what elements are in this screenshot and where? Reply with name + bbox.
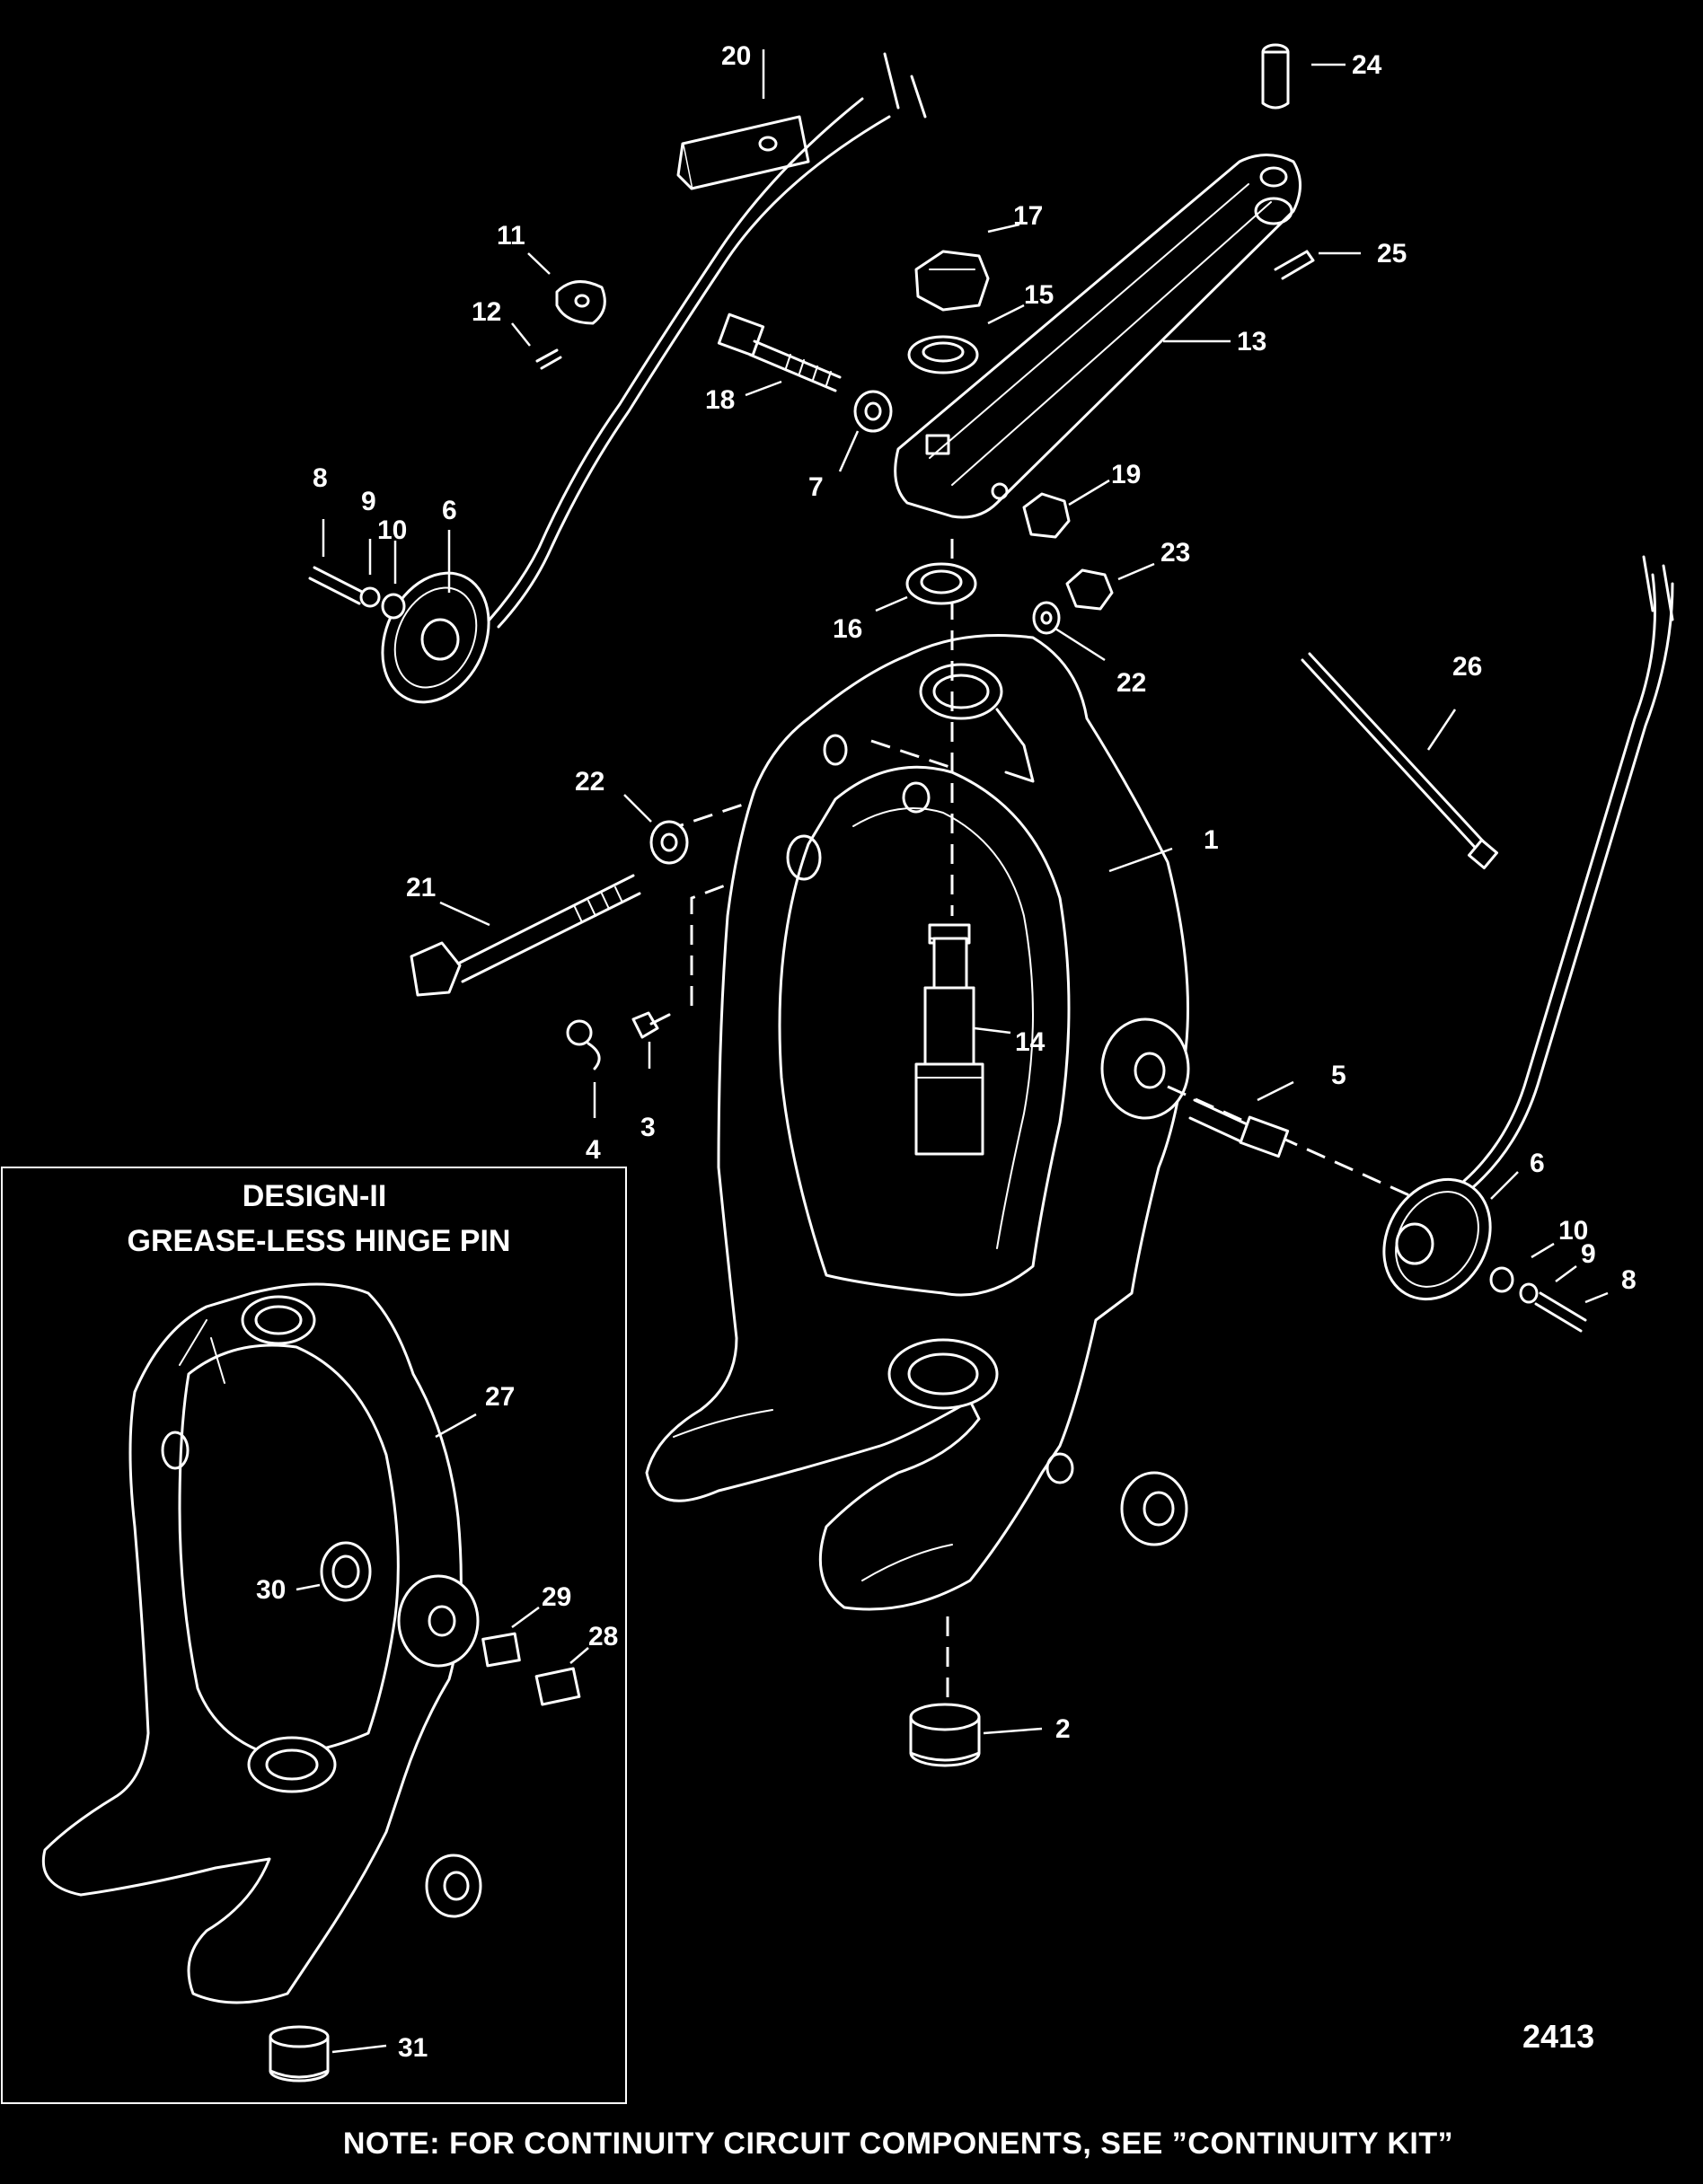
continuity-wire-right [1462, 555, 1674, 1189]
callout-9-right: 9 [1581, 1239, 1596, 1269]
steering-lever [894, 154, 1302, 519]
washer-15 [907, 335, 979, 374]
leader-lines [296, 49, 1609, 2054]
callout-29: 29 [542, 1582, 571, 1612]
callout-7: 7 [808, 472, 824, 502]
terminal-4 [566, 1019, 601, 1070]
callout-8-left: 8 [313, 463, 328, 493]
callout-22-right: 22 [1116, 668, 1146, 698]
callout-6-left: 6 [442, 496, 457, 525]
screw-3 [631, 1011, 671, 1039]
steering-pin [914, 923, 984, 1156]
callout-30: 30 [256, 1575, 286, 1605]
callout-23: 23 [1160, 538, 1190, 568]
bolt-18 [717, 313, 842, 392]
callout-17: 17 [1013, 201, 1043, 231]
callout-26: 26 [1452, 652, 1482, 682]
nut-19 [1022, 492, 1071, 539]
callout-31: 31 [398, 2033, 428, 2063]
continuity-wire-left [488, 52, 927, 629]
callout-3: 3 [640, 1113, 656, 1142]
callout-10-right: 10 [1558, 1216, 1588, 1246]
callout-19: 19 [1111, 460, 1141, 489]
callout-5: 5 [1331, 1061, 1346, 1090]
callout-28: 28 [588, 1622, 618, 1651]
inset-title-line1: DESIGN-II [243, 1179, 387, 1213]
ground-plate-6-right [1382, 1177, 1492, 1301]
callout-13: 13 [1237, 327, 1266, 357]
callout-8-right: 8 [1621, 1265, 1637, 1295]
washer-7 [853, 390, 893, 433]
callout-11: 11 [497, 221, 525, 251]
callout-2: 2 [1055, 1714, 1071, 1744]
callout-24: 24 [1352, 50, 1382, 80]
inset-title-line2: GREASE-LESS HINGE PIN [128, 1224, 511, 1258]
ground-plate-6-left [381, 571, 490, 704]
screw-12 [535, 348, 562, 370]
grease-less-gimbal-ring [41, 1282, 482, 2004]
washer-22-left [649, 820, 689, 865]
upper-cross-axis-line [870, 739, 953, 770]
locknut-17 [914, 250, 990, 312]
callout-15: 15 [1024, 280, 1054, 310]
washer-22-right [1032, 601, 1061, 635]
cotter-pin-25 [1274, 250, 1315, 280]
callout-10-left: 10 [377, 515, 407, 545]
bushing-2 [909, 1703, 981, 1767]
bushing-29 [481, 1632, 521, 1668]
cable-tie-26 [1301, 652, 1498, 869]
callout-27: 27 [485, 1382, 515, 1412]
bracket-11 [555, 280, 606, 325]
callout-18: 18 [705, 385, 735, 415]
bushing-31 [269, 2025, 330, 2083]
continuity-kit-note: NOTE: FOR CONTINUITY CIRCUIT COMPONENTS,… [343, 2127, 1453, 2161]
figure-number: 2413 [1522, 2018, 1594, 2055]
hinge-pin-24 [1261, 43, 1290, 110]
design-ii-inset-frame [1, 1167, 627, 2104]
callout-12: 12 [472, 297, 501, 327]
bolt-21 [410, 874, 641, 997]
callout-4: 4 [586, 1135, 601, 1165]
screw-washer-set-right [1489, 1266, 1587, 1333]
callout-22-left: 22 [575, 767, 604, 797]
stud-5 [1188, 1098, 1290, 1158]
callout-6-right: 6 [1530, 1149, 1545, 1178]
callout-21: 21 [406, 873, 436, 903]
washer-30 [320, 1541, 372, 1602]
screw-washer-set-left [308, 566, 406, 620]
callout-1: 1 [1204, 825, 1219, 855]
ground-axis-line [690, 883, 728, 1006]
washer-16 [905, 562, 977, 605]
callout-16: 16 [833, 614, 862, 644]
nut-23 [1065, 568, 1114, 611]
callout-numbers: 1 2 3 4 5 6 6 7 8 8 9 9 10 10 11 12 13 1… [256, 41, 1637, 2063]
clip-20 [676, 115, 810, 190]
callout-9-left: 9 [361, 487, 376, 516]
callout-20: 20 [721, 41, 751, 71]
callout-25: 25 [1377, 239, 1407, 269]
insert-28 [534, 1667, 581, 1706]
pivot-axis-line [1167, 1085, 1438, 1210]
callout-14: 14 [1015, 1027, 1046, 1057]
